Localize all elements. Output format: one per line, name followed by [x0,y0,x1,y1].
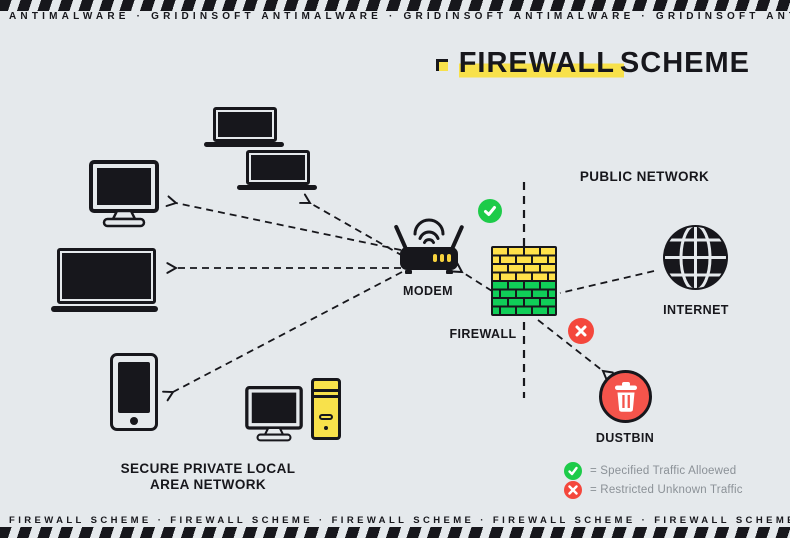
modem-antenna [450,224,464,250]
x-circle-icon [568,318,594,344]
arrow-firewall-to-dustbin [537,319,614,382]
wifi-icon [413,218,445,244]
laptop-base [51,306,158,312]
tower-line [314,395,338,398]
modem-body [400,247,458,270]
arrow-firewall-to-modem [451,262,493,292]
hazard-stripes-top [0,0,790,11]
firewall-label: FIREWALL [449,327,517,341]
bottom-banner-text: FIREWALL SCHEME · FIREWALL SCHEME · FIRE… [9,515,790,526]
title-word-scheme: SCHEME [619,47,750,79]
tablet-screen [118,362,150,413]
check-circle-icon [564,461,582,480]
tower-line [314,389,338,392]
tablet-home-button [130,417,138,425]
laptop-base [237,185,317,190]
firewall-icon [491,246,557,316]
check-circle-icon [478,199,502,223]
public-network-label: PUBLIC NETWORK [579,169,710,184]
tablet-icon [110,353,158,431]
dustbin-label: DUSTBIN [595,431,655,445]
top-banner-text: ANTIMALWARE · GRIDINSOFT ANTIMALWARE · G… [9,11,790,22]
legend-row-restricted: = Restricted Unknown Traffic [564,480,743,499]
legend: = Specified Traffic Alloewed = Restricte… [564,461,743,499]
arrow-modem-to-tablet [162,271,403,402]
line-internet-to-firewall [559,270,655,294]
monitor-icon [89,160,159,228]
laptop-icon [246,150,310,185]
modem-foot [446,270,453,274]
arrow-modem-to-laptop-2 [299,193,404,257]
legend-row-allowed: = Specified Traffic Alloewed [564,461,743,480]
modem-led [440,254,444,262]
tower-drive-slot [318,414,333,420]
legend-allowed-text: = Specified Traffic Alloewed [590,464,737,477]
modem-icon [393,216,464,276]
trash-icon [614,381,637,412]
secure-lan-line2: AREA NETWORK [149,476,267,492]
monitor-icon [245,386,303,442]
modem-foot [405,270,412,274]
secure-lan-line1: SECURE PRIVATE LOCAL [120,461,296,476]
desktop-tower-icon [311,378,341,440]
laptop-icon [57,248,156,304]
hazard-stripes-bottom [0,527,790,538]
secure-lan-label: SECURE PRIVATE LOCAL AREA NETWORK [103,461,313,492]
modem-antenna [393,224,408,250]
internet-label: INTERNET [663,303,729,317]
laptop-icon [213,107,277,142]
dustbin-icon [599,370,652,423]
modem-led [447,254,451,262]
title-bullet-icon [435,59,448,71]
tower-power-led [324,426,328,430]
x-circle-icon [564,480,582,499]
arrow-modem-to-monitor [165,195,402,251]
internet-globe-icon [663,225,728,290]
legend-restricted-text: = Restricted Unknown Traffic [590,483,743,496]
modem-led [433,254,437,262]
laptop-base [204,142,284,147]
modem-label: MODEM [403,284,453,298]
title-word-firewall: FIREWALL [458,47,624,79]
